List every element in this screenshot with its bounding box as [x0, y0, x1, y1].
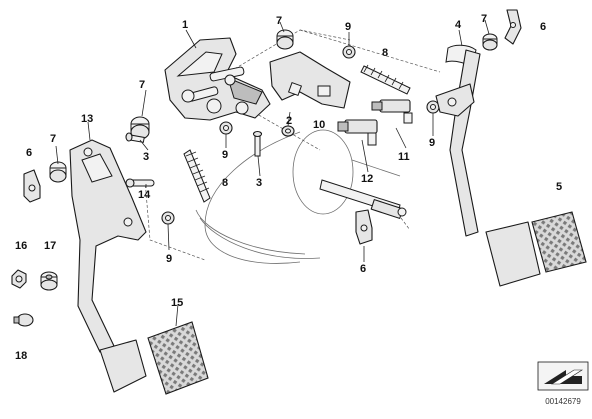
callout-label: 6	[360, 263, 366, 275]
callout-label: 7	[50, 133, 56, 145]
retaining-clip-part	[355, 209, 373, 245]
document-number: 00142679	[545, 397, 581, 406]
grommet-part	[40, 271, 58, 291]
return-spring-part	[183, 149, 211, 203]
callout-label: 7	[139, 79, 145, 91]
clutch-switch-part	[337, 119, 378, 146]
callout-label: 9	[222, 149, 228, 161]
callout-label: 8	[382, 47, 388, 59]
callout-label: 8	[222, 177, 228, 189]
callout-label: 6	[26, 147, 32, 159]
callout-label: 11	[398, 151, 410, 163]
nut-part	[426, 100, 440, 114]
nut-part	[161, 211, 175, 225]
rubber-stop-part	[11, 269, 27, 289]
mounting-screw-part	[13, 313, 34, 327]
callout-label: 16	[15, 240, 27, 252]
pin-part	[125, 178, 155, 188]
callout-label: 4	[455, 19, 462, 31]
callout-label: 9	[345, 21, 351, 33]
bushing-part	[276, 29, 294, 50]
callout-leaders	[55, 19, 490, 327]
bushing-part	[482, 33, 498, 51]
callout-label: 1	[182, 19, 188, 31]
callout-label: 13	[81, 113, 93, 125]
retaining-clip-part	[504, 9, 522, 45]
bushing-part	[49, 161, 67, 183]
callout-label: 9	[166, 253, 172, 265]
callout-label: 3	[256, 177, 262, 189]
callout-label: 7	[276, 15, 282, 27]
brake-light-switch-part	[371, 99, 413, 124]
push-rod-part	[319, 179, 407, 219]
callout-label: 12	[361, 173, 373, 185]
document-number-box: 00142679	[537, 361, 589, 406]
callout-label: 3	[143, 151, 149, 163]
clutch-pedal-part	[69, 139, 209, 395]
switch-bracket-part	[269, 51, 351, 109]
callout-label: 7	[481, 13, 487, 25]
callout-label: 14	[138, 189, 151, 201]
callout-label: 6	[540, 21, 546, 33]
bolt-part	[252, 130, 263, 157]
brake-pedal-part	[435, 44, 587, 287]
callout-label: 9	[429, 137, 435, 149]
brake-booster-outline	[195, 129, 401, 264]
retaining-clip-part	[23, 169, 41, 203]
pedal-bracket-part	[164, 37, 271, 121]
callout-label: 17	[44, 240, 56, 252]
nut-part	[219, 121, 233, 135]
return-spring-part	[360, 64, 411, 95]
callout-label: 18	[15, 350, 27, 362]
nut-part	[342, 45, 356, 59]
washer-part	[281, 125, 295, 137]
callout-label: 10	[313, 119, 325, 131]
callout-label: 5	[556, 181, 562, 193]
callout-label: 15	[171, 297, 183, 309]
callout-label: 2	[286, 115, 292, 127]
callout-labels: 1 2 3 3 4 5 6 6 6 7 7 7 7 8 8 9 9 9 9 10…	[15, 13, 562, 362]
